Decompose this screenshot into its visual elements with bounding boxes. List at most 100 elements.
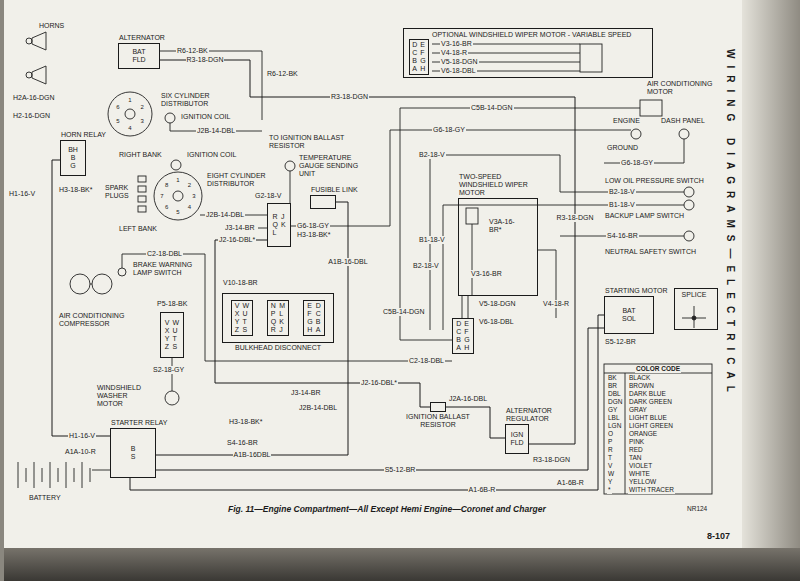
wire-code: V10-18-BR bbox=[222, 279, 259, 287]
pin-letter: U bbox=[243, 310, 250, 318]
color-code-cell: YELLOW bbox=[628, 478, 657, 486]
wire bbox=[138, 196, 146, 202]
wire-code: J2B-14-DBL bbox=[298, 404, 338, 412]
pin-letter: C bbox=[316, 310, 321, 318]
component-label: GROUND bbox=[606, 144, 639, 152]
wire-code: H3-18-BK* bbox=[296, 231, 331, 239]
pin-letter: Y bbox=[165, 335, 170, 343]
wire-code: A1-6B-R bbox=[556, 479, 585, 487]
pin-letter: Z bbox=[235, 326, 240, 334]
page-ground bbox=[0, 548, 800, 581]
wire-code: C5B-14-DGN bbox=[470, 104, 514, 112]
wire bbox=[90, 284, 92, 285]
wire-code: A1A-10-R bbox=[64, 448, 97, 456]
pin-letter: G bbox=[420, 57, 425, 65]
component-label: LEFT BANK bbox=[118, 225, 158, 233]
wire-code: J2B-14-DBL bbox=[196, 127, 236, 135]
pin-letter: T bbox=[243, 318, 250, 326]
wire bbox=[580, 44, 602, 72]
terminal-list: BATSOL bbox=[622, 307, 636, 323]
pin-grid: VWXUYTZS bbox=[235, 302, 249, 334]
figure-caption: Fig. 11—Engine Compartment—All Except He… bbox=[228, 504, 546, 514]
color-code-cell: WITH TRACER bbox=[628, 486, 675, 494]
wire-code: H1-16-V bbox=[68, 432, 96, 440]
terminal-list: BATFLD bbox=[132, 48, 145, 64]
component-label: HORNS bbox=[38, 22, 65, 30]
connector-block: NMPLQKRJ bbox=[267, 300, 289, 336]
wire-code: A1B-16-DBL bbox=[327, 258, 368, 266]
plug-number: 2 bbox=[187, 181, 192, 189]
wire bbox=[138, 186, 146, 192]
pin-letter: B bbox=[456, 336, 461, 344]
wire-code: S5-12-BR bbox=[384, 466, 417, 474]
connector-block: EDFCGBHA bbox=[303, 300, 325, 336]
wire-code: A1B-16DBL bbox=[233, 451, 272, 459]
wire bbox=[32, 66, 46, 84]
wire bbox=[108, 92, 152, 136]
wire bbox=[258, 228, 267, 229]
wire bbox=[684, 200, 694, 210]
component-label: AIR CONDITIONING MOTOR bbox=[646, 80, 718, 96]
pin-letter: P bbox=[271, 310, 276, 318]
pin-letter: Y bbox=[235, 318, 240, 326]
wire bbox=[160, 51, 262, 120]
pin-letter: G bbox=[464, 336, 469, 344]
wire-code: V3-16-BR bbox=[440, 40, 473, 48]
wire-code: R6-12-BK bbox=[266, 70, 299, 78]
fusible-link: FUSIBLE LINK bbox=[310, 195, 336, 209]
color-code-cell: Y bbox=[607, 478, 613, 486]
wire-code: V3A-16-BR* bbox=[488, 218, 520, 234]
pin-letter: V bbox=[165, 319, 170, 327]
pin-letter: Q bbox=[272, 221, 277, 229]
wire bbox=[172, 358, 173, 391]
component-label: TEMPERATURE GAUGE SENDING UNIT bbox=[298, 154, 360, 178]
wire bbox=[138, 206, 146, 212]
wire bbox=[165, 113, 175, 123]
component-label: WINDSHIELD WASHER MOTOR bbox=[96, 384, 150, 408]
pin-letter: T bbox=[173, 335, 180, 343]
color-code-cell: P bbox=[607, 438, 613, 446]
wire bbox=[604, 364, 712, 494]
wire bbox=[173, 191, 183, 201]
wire-code: S2-18-GY bbox=[152, 366, 185, 374]
wire-code: J2B-14-DBL bbox=[205, 211, 245, 219]
wire bbox=[26, 38, 32, 44]
wire bbox=[472, 224, 473, 296]
wire bbox=[631, 129, 641, 139]
component-name: SPLICE bbox=[675, 291, 713, 299]
alternator-regulator: ALTERNATOR REGULATORIGNFLD bbox=[505, 424, 529, 454]
plug-number: 5 bbox=[115, 117, 120, 125]
terminal-label: B bbox=[71, 154, 76, 162]
wire bbox=[466, 208, 478, 224]
plate-number: NR124 bbox=[686, 505, 708, 513]
wire-code: R3-18-DGN bbox=[532, 456, 571, 464]
plug-number: 4 bbox=[127, 124, 132, 132]
plug-number: 7 bbox=[159, 192, 164, 200]
pin-letter: U bbox=[173, 327, 180, 335]
component-label: BATTERY bbox=[28, 494, 62, 502]
wire-code: V6-18-DBL bbox=[440, 67, 477, 75]
pin-letter: E bbox=[307, 302, 312, 310]
wire-code: J2-16-DBL* bbox=[360, 379, 398, 387]
wire bbox=[18, 32, 712, 494]
pin-letter: X bbox=[165, 327, 170, 335]
color-code-cell: LBL bbox=[607, 414, 621, 422]
color-code-cell: GRAY bbox=[628, 406, 648, 414]
pin-grid: DECFBGAH bbox=[412, 41, 426, 73]
color-code-cell: WHITE bbox=[628, 470, 651, 478]
wire bbox=[92, 470, 110, 471]
wire-code: J2A-16-DBL bbox=[448, 395, 488, 403]
component-name: BULKHEAD DISCONNECT bbox=[222, 344, 334, 352]
page-ground bbox=[0, 0, 4, 581]
page-ground bbox=[742, 0, 800, 581]
wire bbox=[32, 32, 46, 50]
wire bbox=[462, 296, 468, 318]
color-code-cell: T bbox=[607, 454, 613, 462]
wire-code: J3-14-BR bbox=[290, 389, 322, 397]
terminal-label: G bbox=[70, 162, 75, 170]
plug-number: 6 bbox=[164, 203, 169, 211]
color-code-cell: V bbox=[607, 462, 613, 470]
wire bbox=[692, 316, 696, 320]
pin-letter: D bbox=[316, 302, 321, 310]
